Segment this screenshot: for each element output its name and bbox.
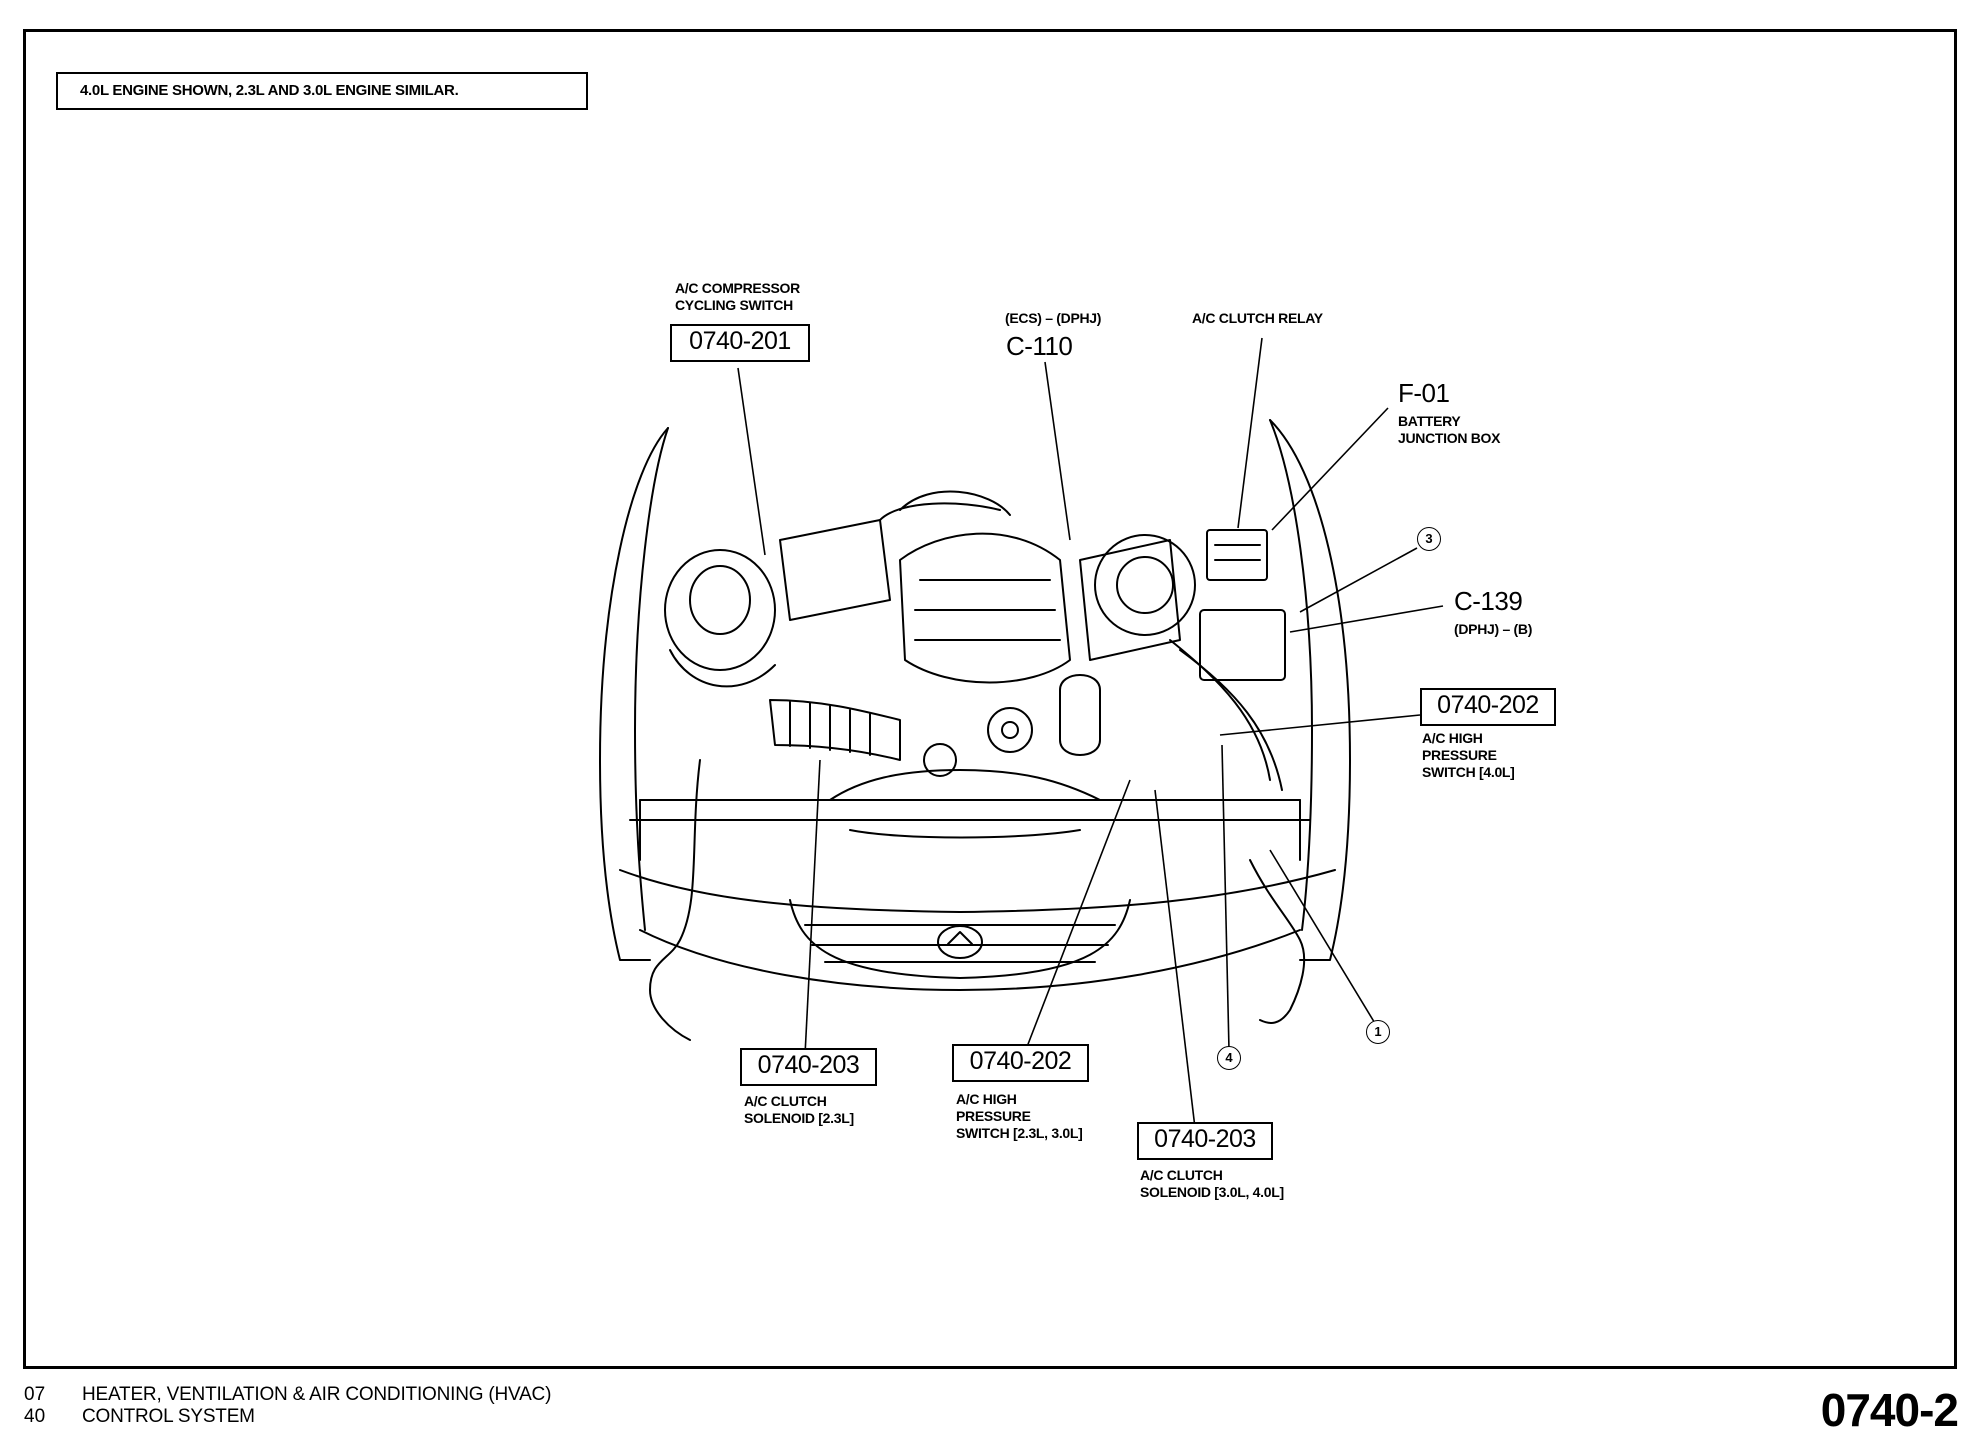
diagram-frame (23, 29, 1957, 1369)
c139-caption: (DPHJ) – (B) (1454, 621, 1533, 637)
bumper-lower (639, 929, 1301, 991)
engine-note: 4.0L ENGINE SHOWN, 2.3L AND 3.0L ENGINE … (56, 72, 588, 110)
coolant-reservoir (1059, 674, 1101, 756)
wiring-harness-left (649, 759, 701, 1041)
ref-box-0740-202-4-0l[interactable]: 0740-202 (1420, 688, 1556, 726)
c110-code: C-110 (1006, 331, 1073, 361)
footer-section-title: HEATER, VENTILATION & AIR CONDITIONING (… (82, 1384, 552, 1405)
footer-subsection-number: 40 (24, 1406, 46, 1427)
footer-section-number: 07 (24, 1384, 46, 1405)
leader-f01 (1271, 407, 1389, 531)
leader-c110 (1044, 361, 1071, 541)
pressure-switch-4-0l-caption: A/C HIGH PRESSURE SWITCH [4.0L] (1422, 730, 1515, 780)
leader-callout-1 (1269, 849, 1377, 1026)
pulley (987, 707, 1033, 753)
pressure-switch-2-3l-3-0l-caption: A/C HIGH PRESSURE SWITCH [2.3L, 3.0L] (956, 1091, 1083, 1141)
c110-caption: (ECS) – (DPHJ) (1005, 310, 1102, 326)
valve-cover-left (779, 519, 891, 621)
brake-booster (1094, 534, 1196, 636)
valve-cover-right (1079, 539, 1181, 661)
leader-callout-4 (1221, 744, 1230, 1051)
intake-manifold (899, 532, 1071, 684)
heater-hose (1169, 639, 1271, 781)
clutch-relay-caption: A/C CLUTCH RELAY (1192, 310, 1323, 326)
leader-clutch-relay (1237, 337, 1263, 529)
c139-code: C-139 (1454, 586, 1523, 616)
right-fender-inner (1269, 419, 1313, 931)
f01-code: F-01 (1398, 378, 1450, 408)
ref-box-0740-203-2-3l[interactable]: 0740-203 (740, 1048, 877, 1086)
upper-hose (879, 502, 1001, 521)
intake-duct (769, 699, 901, 761)
ref-box-0740-203-3-0l-4-0l[interactable]: 0740-203 (1137, 1122, 1273, 1160)
leader-callout-3 (1299, 547, 1418, 613)
ref-box-0740-202-2-3l-3-0l[interactable]: 0740-202 (952, 1044, 1089, 1082)
grille-outline (789, 899, 1131, 979)
left-fender-inner (634, 427, 669, 931)
mazda-emblem (937, 925, 983, 959)
wiring-harness-right (1249, 859, 1306, 1024)
clutch-solenoid-3-0l-4-0l-caption: A/C CLUTCH SOLENOID [3.0L, 4.0L] (1140, 1167, 1284, 1200)
front-fascia (619, 869, 1336, 913)
air-cleaner (664, 549, 776, 671)
battery-junction-box (1206, 529, 1268, 581)
left-fender (599, 427, 669, 961)
clutch-solenoid-2-3l-caption: A/C CLUTCH SOLENOID [2.3L] (744, 1093, 854, 1126)
leader-c139 (1289, 605, 1444, 633)
callout-4: 4 (1217, 1046, 1241, 1070)
f01-caption: BATTERY JUNCTION BOX (1398, 413, 1501, 446)
leader-0740-202-left (1024, 779, 1131, 1053)
footer-subsection-title: CONTROL SYSTEM (82, 1406, 255, 1427)
leader-0740-202-right (1219, 714, 1421, 736)
leader-0740-201 (737, 367, 766, 556)
page-code: 0740-2 (1820, 1384, 1959, 1436)
callout-3: 3 (1417, 527, 1441, 551)
right-fender (1269, 419, 1351, 961)
leader-0740-203-right (1154, 789, 1196, 1129)
callout-1: 1 (1366, 1020, 1390, 1044)
ref-box-0740-201[interactable]: 0740-201 (670, 324, 810, 362)
leader-0740-203-left (804, 759, 821, 1056)
compressor-switch-caption: A/C COMPRESSOR CYCLING SWITCH (675, 280, 800, 313)
battery (1199, 609, 1286, 681)
